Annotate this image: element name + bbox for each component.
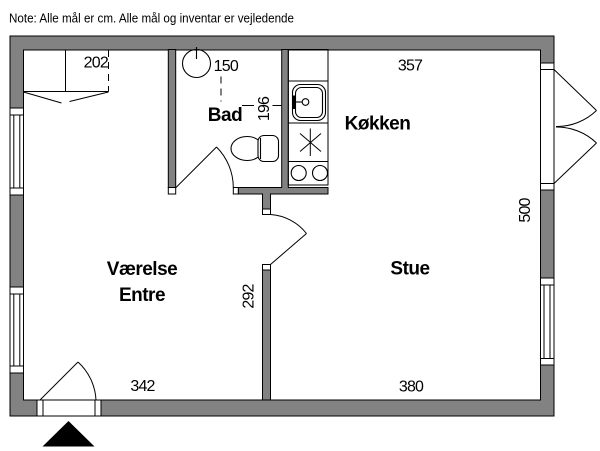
wall-partition-292 [262, 269, 271, 401]
dim-500: 500 [517, 197, 534, 222]
entrance-door [36, 361, 102, 417]
room-label-vaerelse: Værelse [107, 259, 177, 280]
dim-196: 196 [256, 96, 273, 121]
french-door-right [540, 62, 597, 191]
stove-sparkle-icon [299, 128, 322, 156]
room-label-bad: Bad [208, 105, 242, 126]
kitchen-counter [287, 49, 329, 186]
bathroom-door [167, 146, 239, 195]
window-left-lower [9, 286, 24, 374]
window-right [540, 277, 555, 366]
middle-door [262, 208, 307, 271]
dim-342: 342 [130, 378, 155, 395]
dim-202: 202 [84, 55, 109, 72]
window-left-upper [9, 107, 24, 196]
hand-basin-icon [181, 47, 212, 79]
kitchen-sink-icon [291, 83, 327, 122]
entrance-arrow [42, 421, 95, 447]
note-text: Note: Alle mål er cm. Alle mål og invent… [9, 11, 294, 26]
wall-bad-left [167, 49, 177, 188]
room-label-entre: Entre [119, 285, 165, 306]
toilet-icon [230, 134, 280, 163]
dim-292: 292 [241, 283, 258, 308]
dim-150: 150 [214, 58, 239, 75]
wardrobe [23, 49, 109, 104]
stove-burners-icon [290, 164, 329, 182]
room-label-kokken: Køkken [345, 114, 411, 135]
room-label-stue: Stue [390, 259, 429, 280]
dim-380: 380 [399, 379, 424, 396]
dim-357: 357 [398, 58, 423, 75]
